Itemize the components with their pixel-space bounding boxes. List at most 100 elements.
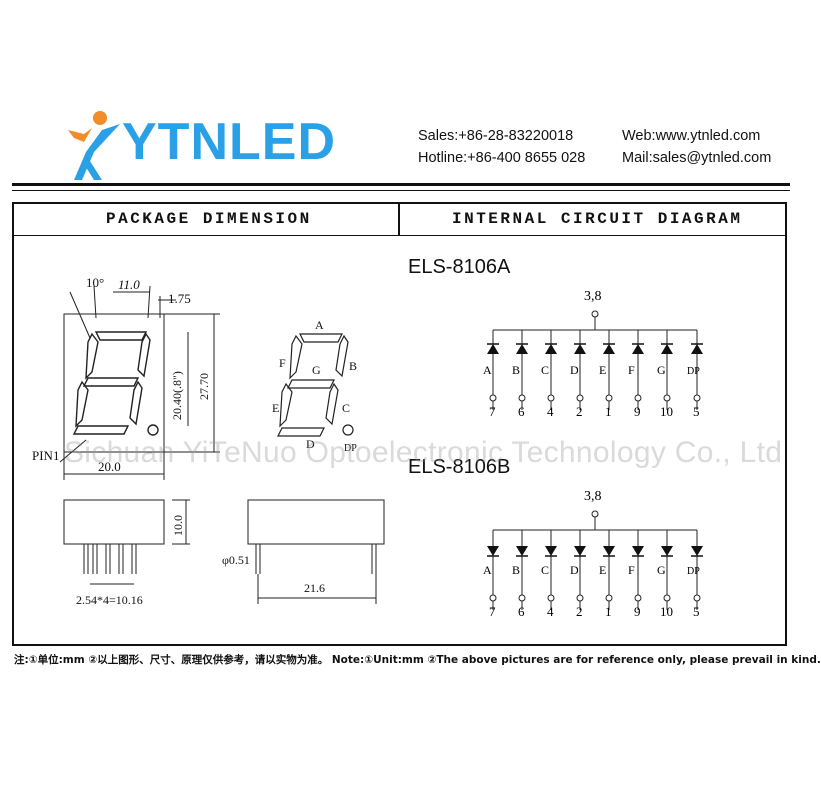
- watermark-text: Sichuan YiTeNuo Optoelectronic Technolog…: [64, 436, 783, 469]
- circuit-b-seg-label-g: G: [657, 563, 666, 577]
- seg-label-e: E: [272, 401, 279, 415]
- side-body-outline: [63, 499, 165, 545]
- side-pins: [83, 544, 137, 574]
- circuit-b-led-d: [574, 546, 586, 556]
- pin-diameter-label: φ0.51: [222, 553, 250, 567]
- header-rule-thick: [12, 183, 790, 186]
- circuit-a-common-terminal: [591, 310, 599, 318]
- circuit-a-pin-terminal-6: [663, 394, 671, 402]
- circuit-b-led-a: [487, 546, 499, 556]
- circuit-b-common-label: 3,8: [584, 489, 602, 504]
- circuit-b-seg-label-c: C: [541, 563, 549, 577]
- end-body-outline: [247, 499, 385, 545]
- circuit-b-led-g: [661, 546, 673, 556]
- angle-line-1: [69, 291, 91, 339]
- seg-label-c: C: [342, 401, 350, 415]
- pin1-label: PIN1: [32, 448, 59, 463]
- circuit-b-seg-label-f: F: [628, 563, 635, 577]
- circuit-b-pin-label-5: 5: [693, 604, 700, 619]
- internal-circuit-title: INTERNAL CIRCUIT DIAGRAM: [452, 210, 743, 228]
- seg-label-dp: DP: [344, 443, 357, 454]
- internal-circuit-diagrams: 3,8A7B6C4D2E1F9G10DP53,8A7B6C4D2E1F9G10D…: [483, 289, 703, 619]
- seg-label-b: B: [349, 359, 357, 373]
- hotline-phone: Hotline:+86-400 8655 028: [418, 150, 586, 166]
- circuit-a-pin-terminal-7: [693, 394, 701, 402]
- header-rule-thin: [12, 190, 790, 191]
- circuit-b-pin-terminal-6: [663, 594, 671, 602]
- section-divider: [398, 202, 400, 236]
- circuit-b-led-f: [632, 546, 644, 556]
- body-height-label: 27.70: [197, 373, 211, 400]
- circuit-a-led-dp: [691, 344, 703, 354]
- circuit-a-pin-terminal-2: [547, 394, 555, 402]
- circuit-b-led-e: [603, 546, 615, 556]
- circuit-b-pin-label-1: 1: [605, 604, 612, 619]
- circuit-b-seg-label-e: E: [599, 563, 606, 577]
- circuit-b-pin-terminal-7: [693, 594, 701, 602]
- side-width-label: 21.6: [304, 581, 325, 595]
- circuit-a-led-f: [632, 344, 644, 354]
- circuit-a-seg-label-g: G: [657, 363, 666, 377]
- body-width-label: 20.0: [98, 459, 121, 474]
- model-a-title: ELS-8106A: [408, 256, 511, 278]
- digit-height-label: 20.40(.8"): [170, 371, 184, 420]
- circuit-b-pin-terminal-3: [576, 594, 584, 602]
- circuit-a-led-d: [574, 344, 586, 354]
- circuit-a-pin-terminal-1: [518, 394, 526, 402]
- circuit-b-pin-label-6: 6: [518, 604, 525, 619]
- circuit-a-pin-label-9: 9: [634, 404, 641, 419]
- seg-label-f: F: [279, 356, 286, 370]
- footnote: 注:①单位:mm ②以上图形、尺寸、原理仅供参考，请以实物为准。 Note:①U…: [14, 654, 821, 666]
- circuit-a-pin-label-5: 5: [693, 404, 700, 419]
- circuit-a-seg-label-d: D: [570, 363, 579, 377]
- circuit-b-pin-label-9: 9: [634, 604, 641, 619]
- circuit-b-pin-terminal-0: [489, 594, 497, 602]
- circuit-b-pin-terminal-2: [547, 594, 555, 602]
- angle-label: 10°: [86, 275, 104, 290]
- circuit-a-seg-label-b: B: [512, 363, 520, 377]
- circuit-b-seg-label-b: B: [512, 563, 520, 577]
- pin-pitch-label: 2.54*4=10.16: [76, 593, 143, 607]
- model-b-title: ELS-8106B: [408, 456, 511, 478]
- seg-label-g: G: [312, 363, 321, 377]
- circuit-b-pin-label-7: 7: [489, 604, 496, 619]
- circuit-a-pin-label-6: 6: [518, 404, 525, 419]
- circuit-a-seg-label-f: F: [628, 363, 635, 377]
- circuit-b-pin-label-4: 4: [547, 604, 554, 619]
- circuit-a-led-g: [661, 344, 673, 354]
- circuit-a-led-c: [545, 344, 557, 354]
- front-body-outline: [63, 313, 165, 453]
- circuit-a-pin-label-10: 10: [660, 404, 673, 419]
- circuit-b-led-b: [516, 546, 528, 556]
- circuit-a-pin-terminal-3: [576, 394, 584, 402]
- circuit-a-led-b: [516, 344, 528, 354]
- ytnled-logo-icon: [68, 111, 120, 180]
- circuit-a-led-a: [487, 344, 499, 354]
- circuit-b-pin-terminal-1: [518, 594, 526, 602]
- circuit-a-seg-label-e: E: [599, 363, 606, 377]
- circuit-a-seg-label-dp: DP: [687, 366, 700, 377]
- circuit-b-pin-label-2: 2: [576, 604, 583, 619]
- seg-label-d: D: [306, 437, 315, 451]
- circuit-b-pin-terminal-5: [634, 594, 642, 602]
- circuit-b-common-terminal: [591, 510, 599, 518]
- circuit-a-pin-terminal-4: [605, 394, 613, 402]
- segment-label-digit: [277, 333, 354, 437]
- circuit-a-seg-label-c: C: [541, 363, 549, 377]
- top-width-label: 11.0: [118, 277, 140, 292]
- circuit-a-common-label: 3,8: [584, 289, 602, 304]
- circuit-b-pin-terminal-4: [605, 594, 613, 602]
- circuit-a-pin-label-2: 2: [576, 404, 583, 419]
- front-digit-segments: [72, 331, 159, 436]
- sales-phone: Sales:+86-28-83220018: [418, 128, 574, 144]
- package-dimension-title: PACKAGE DIMENSION: [106, 210, 312, 228]
- circuit-a-pin-label-1: 1: [605, 404, 612, 419]
- seg-label-a: A: [315, 318, 324, 332]
- offset-label: 1.75: [168, 291, 191, 306]
- circuit-a-led-e: [603, 344, 615, 354]
- circuit-b-seg-label-a: A: [483, 563, 492, 577]
- circuit-a-pin-label-4: 4: [547, 404, 554, 419]
- email[interactable]: Mail:sales@ytnled.com: [622, 150, 772, 166]
- circuit-a-pin-label-7: 7: [489, 404, 496, 419]
- website[interactable]: Web:www.ytnled.com: [622, 128, 761, 144]
